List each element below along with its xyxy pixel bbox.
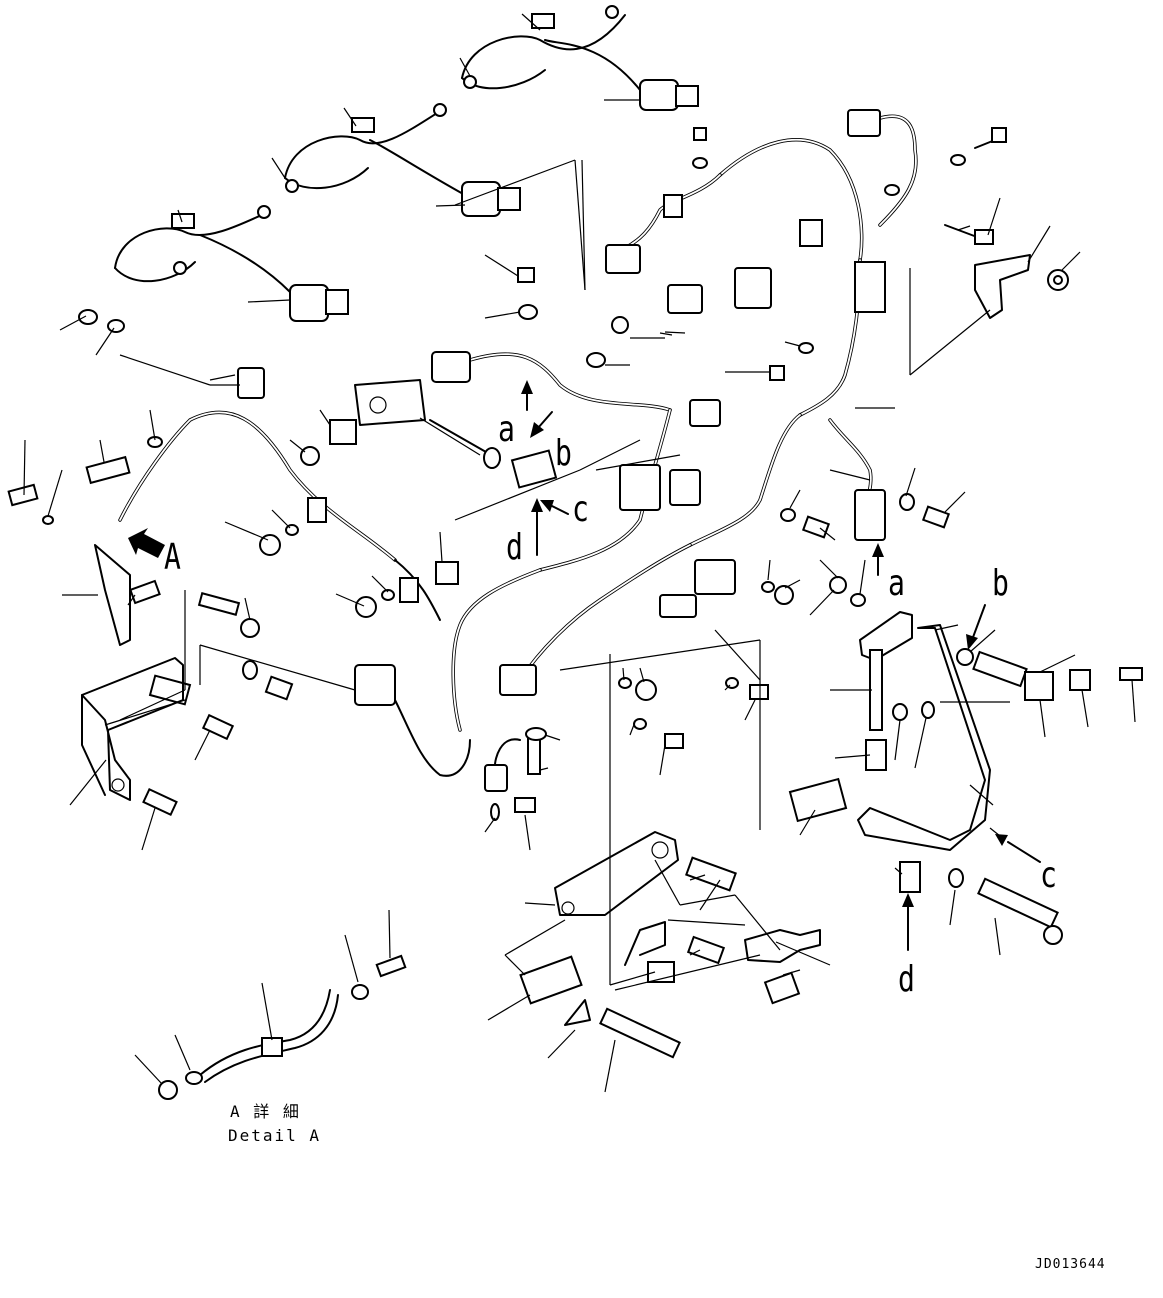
upper-right-bracket — [692, 127, 1069, 319]
callout-label-b-right: b — [992, 563, 1009, 604]
top-leaders — [177, 13, 640, 303]
callout-label-a-top: a — [498, 409, 515, 450]
left-hardware — [7, 309, 395, 817]
callout-label-A-arrow: A — [164, 537, 181, 578]
right-hardware — [761, 493, 1143, 945]
left-harness — [94, 367, 459, 646]
sensor-harness-bottom — [114, 205, 349, 322]
drawing-code: JD013644 — [1035, 1257, 1106, 1272]
detail-a-drawing — [158, 954, 407, 1100]
left-lower-bracket — [81, 657, 184, 801]
callout-label-d-top: d — [506, 527, 523, 568]
callout-label-d-bottom: d — [898, 959, 915, 1000]
sensor-harness-top — [461, 5, 699, 111]
sensor-harness-middle — [284, 103, 521, 217]
callout-label-b-top: b — [555, 433, 572, 474]
leader-lines — [23, 159, 1136, 1093]
center-bottom-hardware — [490, 677, 769, 821]
upper-right-harness — [605, 109, 918, 417]
callout-label-c-top: c — [572, 489, 589, 530]
central-small-parts — [354, 267, 814, 489]
bottom-center-brackets — [519, 831, 821, 1059]
callout-label-a-right: a — [888, 563, 905, 604]
detail-a-title-jp: A 詳 細 — [230, 1102, 301, 1121]
callout-arrows — [128, 380, 1041, 951]
central-harness — [354, 351, 886, 792]
callout-label-c-right: c — [1040, 855, 1057, 896]
detail-a-title-en: Detail A — [228, 1126, 322, 1145]
